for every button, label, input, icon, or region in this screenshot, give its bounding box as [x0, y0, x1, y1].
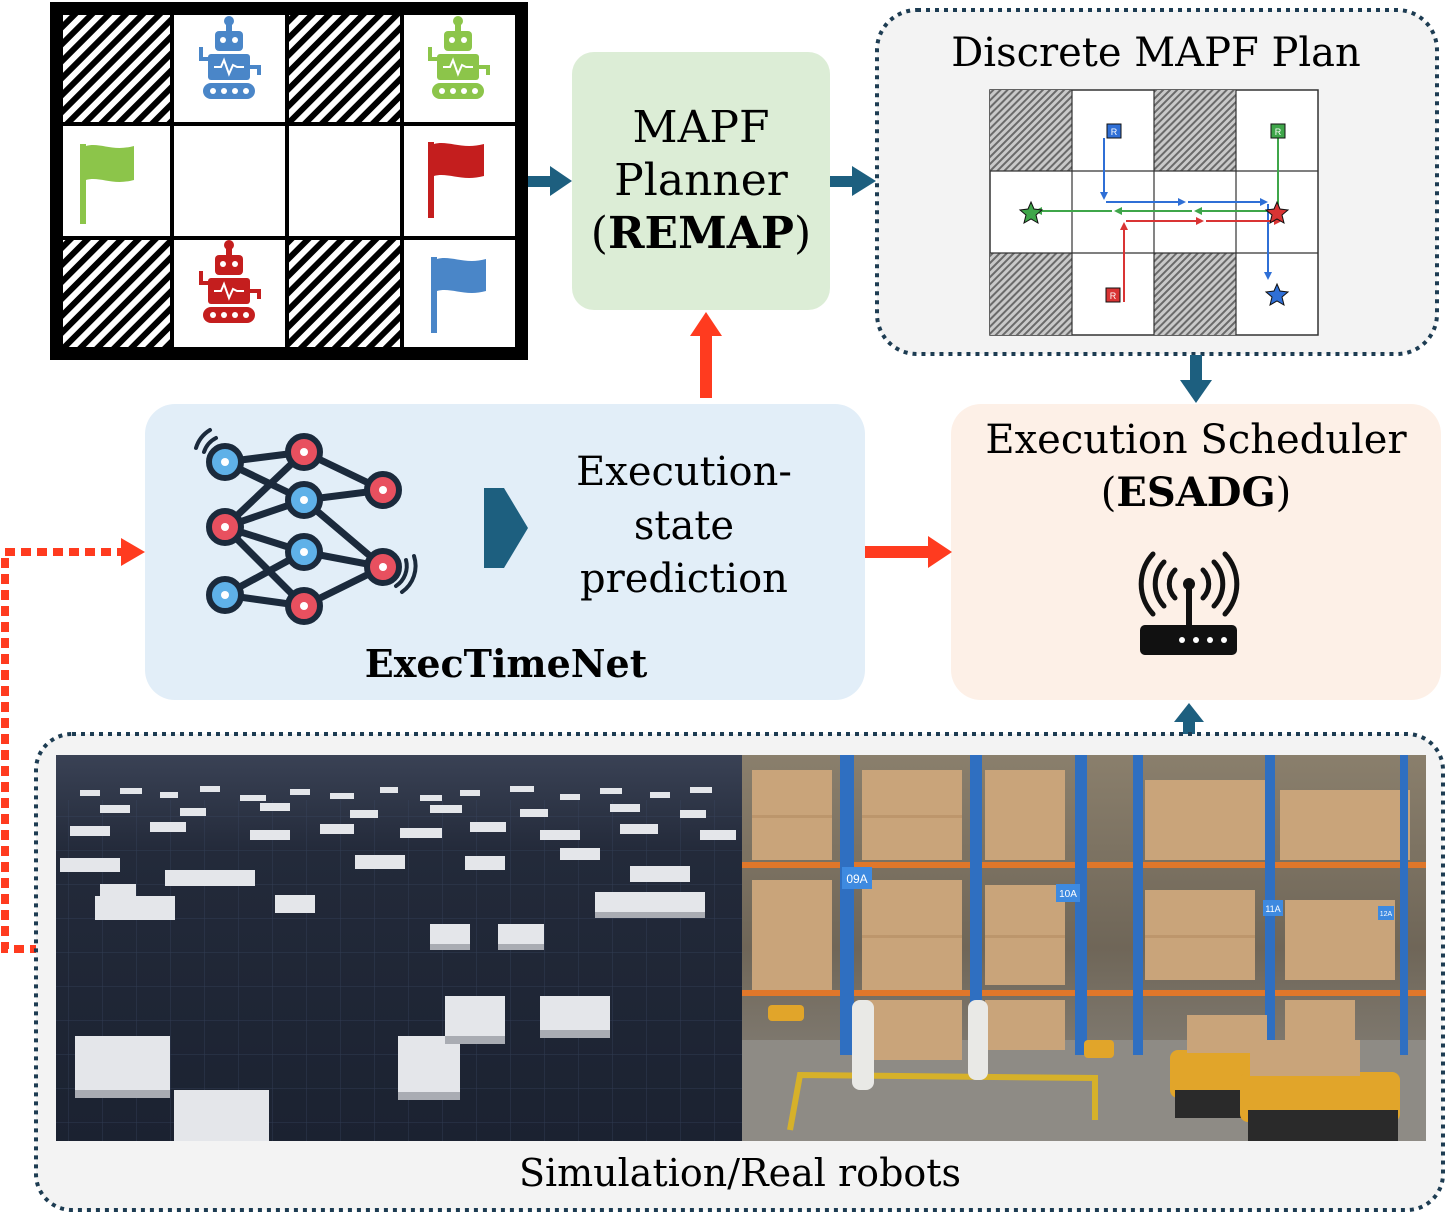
- planner-line2: Planner: [614, 155, 789, 206]
- neural-network-icon: [194, 428, 418, 625]
- planner-name-line: (REMAP): [591, 208, 811, 259]
- feedback-dotted-arrow: [1, 538, 145, 953]
- goal-star-green-icon: [1018, 200, 1044, 225]
- router-icon: [1138, 551, 1240, 655]
- obstacle-cell: [63, 239, 171, 347]
- flag-blue-icon: [431, 257, 486, 333]
- svg-text:11A: 11A: [1265, 904, 1280, 914]
- planner-box: [572, 52, 830, 310]
- flag-red-icon: [428, 142, 484, 218]
- robot-red-icon: [199, 240, 261, 323]
- simulation-image: [56, 755, 742, 1141]
- prediction-line2: state: [634, 503, 734, 549]
- plan-title: Discrete MAPF Plan: [951, 30, 1361, 76]
- arrow-plan-to-scheduler: [1180, 355, 1212, 403]
- obstacle-cell: [288, 15, 400, 123]
- plan-robot-blue: R: [1106, 123, 1122, 139]
- svg-text:R: R: [1110, 291, 1117, 301]
- arrow-exectimenet-to-planner: [690, 312, 722, 398]
- warehouse-robot: [1240, 1000, 1400, 1141]
- rack-label-11a: 11A: [1263, 900, 1283, 916]
- planner-line1: MAPF: [633, 102, 770, 153]
- plan-grid: R R R: [989, 89, 1319, 336]
- scheduler-line1: Execution Scheduler: [985, 417, 1407, 463]
- plan-robot-green: R: [1270, 123, 1286, 139]
- path-blue: [1100, 138, 1272, 280]
- robot-blue-icon: [199, 16, 261, 99]
- goal-star-red-icon: [1264, 200, 1290, 225]
- path-green: [1034, 138, 1279, 215]
- obstacle-cell: [63, 15, 171, 123]
- arrow-grid-to-planner: [528, 166, 572, 196]
- plan-robot-red: R: [1105, 287, 1121, 303]
- scheduler-box: [951, 404, 1441, 700]
- prediction-line3: prediction: [580, 556, 788, 602]
- arrow-planner-to-plan: [830, 166, 876, 196]
- robot-green-icon: [428, 16, 490, 99]
- exectimenet-name: ExecTimeNet: [365, 641, 648, 686]
- rack-label-10a: 10A: [1056, 884, 1080, 902]
- svg-text:R: R: [1275, 127, 1282, 137]
- svg-text:10A: 10A: [1059, 889, 1077, 900]
- arrow-exectimenet-to-scheduler: [865, 536, 952, 568]
- real-robots-image: 09A 10A 11A 12A: [742, 755, 1426, 1141]
- bottom-label: Simulation/Real robots: [519, 1151, 961, 1195]
- svg-text:R: R: [1111, 127, 1118, 137]
- svg-text:12A: 12A: [1380, 911, 1393, 918]
- prediction-line1: Execution-: [576, 449, 792, 495]
- rack-label-12a: 12A: [1378, 906, 1394, 920]
- rack-label-09a: 09A: [842, 867, 872, 889]
- flag-green-icon: [80, 144, 134, 224]
- svg-text:09A: 09A: [846, 872, 867, 886]
- scheduler-name-line: (ESADG): [1101, 469, 1291, 516]
- chevron-arrow-icon: [484, 488, 528, 568]
- goal-star-blue-icon: [1264, 282, 1290, 307]
- warehouse-robot: [768, 1005, 1114, 1058]
- obstacle-cell: [288, 239, 400, 347]
